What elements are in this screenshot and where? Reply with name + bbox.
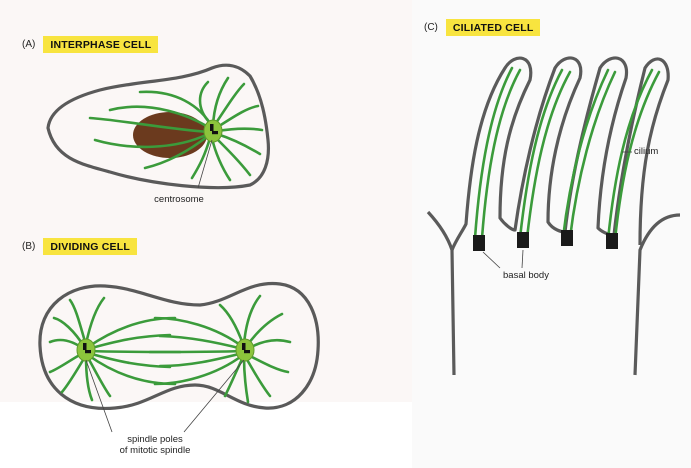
spindle-pole-right [236, 339, 254, 361]
ciliated-cell [428, 58, 680, 375]
interphase-microtubules [90, 78, 262, 180]
basal-body [517, 232, 529, 248]
panel-b-label: (B) DIVIDING CELL [22, 237, 137, 255]
centrosome-label: centrosome [134, 194, 224, 205]
ciliated-cell-surface [428, 212, 454, 375]
spindle-poles-label: spindle poles of mitotic spindle [90, 434, 220, 456]
panel-b-letter: (B) [22, 241, 35, 252]
cilium-label: cilium [634, 146, 674, 157]
basal-body-label: basal body [486, 270, 566, 281]
basal-body [561, 230, 573, 246]
basal-body [473, 235, 485, 251]
spindle-poles-label-line2: of mitotic spindle [90, 445, 220, 456]
centrosome [204, 120, 222, 142]
panel-b-title: DIVIDING CELL [43, 238, 137, 255]
cilia-axonemes [475, 68, 659, 240]
dividing-cell [40, 284, 318, 432]
spindle-poles-label-line1: spindle poles [90, 434, 220, 445]
interphase-cell [48, 65, 268, 188]
nucleus [133, 112, 207, 158]
spindle-pole-left [77, 339, 95, 361]
basal-body-leader-2 [522, 250, 523, 268]
panel-c-letter: (C) [424, 22, 438, 33]
panel-c-label: (C) CILIATED CELL [424, 18, 540, 36]
basal-body [606, 233, 618, 249]
basal-body-leader-1 [483, 252, 500, 268]
panel-c-title: CILIATED CELL [446, 19, 541, 36]
ciliated-cell-surface-right [635, 215, 680, 375]
basal-bodies [473, 230, 618, 251]
